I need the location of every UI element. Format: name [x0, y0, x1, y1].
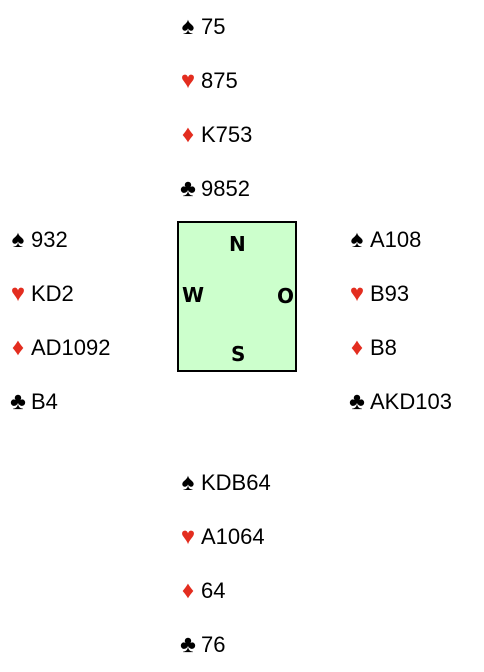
south-hearts-cards: A1064 [201, 524, 265, 549]
north-clubs-cards: 9852 [201, 176, 250, 201]
east-hand: ♠ A108 ♥ B93 ♦ B8 ♣ AKD103 [345, 213, 452, 429]
north-spades: ♠ 75 [176, 0, 252, 54]
west-clubs-cards: B4 [31, 389, 58, 414]
heart-icon: ♥ [349, 280, 365, 307]
compass-east-label: O [277, 284, 295, 308]
south-spades: ♠ KDB64 [176, 456, 271, 510]
diamond-icon: ♦ [181, 577, 195, 604]
north-spades-cards: 75 [201, 14, 226, 39]
north-hearts-cards: 875 [201, 68, 238, 93]
east-hearts-cards: B93 [370, 281, 410, 306]
south-spades-cards: KDB64 [201, 470, 271, 495]
spade-icon: ♠ [350, 226, 364, 253]
west-diamonds: ♦ AD1092 [6, 321, 111, 375]
club-icon: ♣ [180, 175, 196, 202]
west-hearts: ♥ KD2 [6, 267, 111, 321]
west-spades-cards: 932 [31, 227, 68, 252]
north-clubs: ♣ 9852 [176, 162, 252, 216]
diamond-icon: ♦ [350, 334, 364, 361]
heart-icon: ♥ [180, 67, 196, 94]
north-diamonds: ♦ K753 [176, 108, 253, 162]
east-spades: ♠ A108 [345, 213, 452, 267]
south-hand: ♠ KDB64 ♥ A1064 ♦ 64 ♣ 76 [176, 456, 271, 672]
east-clubs-cards: AKD103 [370, 389, 452, 414]
east-clubs: ♣ AKD103 [345, 375, 452, 429]
club-icon: ♣ [10, 388, 26, 415]
spade-icon: ♠ [181, 13, 195, 40]
heart-icon: ♥ [10, 280, 26, 307]
east-hearts: ♥ B93 [345, 267, 452, 321]
south-diamonds: ♦ 64 [176, 564, 271, 618]
east-diamonds: ♦ B8 [345, 321, 452, 375]
north-diamonds-cards: K753 [201, 122, 253, 147]
north-hearts: ♥ 875 [176, 54, 252, 108]
west-hand: ♠ 932 ♥ KD2 ♦ AD1092 ♣ B4 [6, 213, 111, 429]
heart-icon: ♥ [180, 523, 196, 550]
west-diamonds-cards: AD1092 [31, 335, 111, 360]
south-hearts: ♥ A1064 [176, 510, 271, 564]
west-clubs: ♣ B4 [6, 375, 111, 429]
compass-north-label: N [229, 232, 246, 256]
west-spades: ♠ 932 [6, 213, 111, 267]
spade-icon: ♠ [181, 469, 195, 496]
south-clubs-cards: 76 [201, 632, 226, 657]
diamond-icon: ♦ [181, 121, 195, 148]
east-diamonds-cards: B8 [370, 335, 397, 360]
club-icon: ♣ [180, 631, 196, 658]
compass-west-label: W [182, 283, 205, 307]
west-hearts-cards: KD2 [31, 281, 74, 306]
south-diamonds-cards: 64 [201, 578, 226, 603]
club-icon: ♣ [349, 388, 365, 415]
east-spades-cards: A108 [370, 227, 422, 252]
compass-box: N W O S [177, 221, 297, 372]
spade-icon: ♠ [11, 226, 25, 253]
diamond-icon: ♦ [11, 334, 25, 361]
south-clubs: ♣ 76 [176, 618, 271, 672]
north-hand: ♠ 75 ♥ 875 ♦ K753 ♣ 9852 [176, 0, 252, 216]
compass-south-label: S [231, 342, 246, 366]
